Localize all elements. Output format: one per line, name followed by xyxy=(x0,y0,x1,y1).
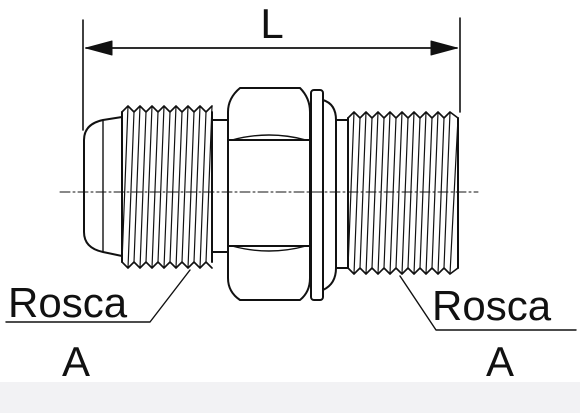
left-flare-nose xyxy=(83,116,123,257)
left-callout-line1: Rosca xyxy=(8,279,128,326)
right-leader-line xyxy=(399,275,577,331)
right-thread xyxy=(347,111,459,275)
right-callout-line1: Rosca xyxy=(432,282,552,329)
left-callout-line2: A xyxy=(62,338,90,385)
left-thread xyxy=(121,105,213,269)
sealing-washer xyxy=(310,89,349,301)
right-callout-line2: A xyxy=(486,338,514,385)
dimension-L xyxy=(82,17,461,131)
dimension-label: L xyxy=(260,0,283,47)
drawing-area xyxy=(0,0,580,382)
hex-nut xyxy=(227,87,311,301)
left-leader-line xyxy=(5,269,191,323)
